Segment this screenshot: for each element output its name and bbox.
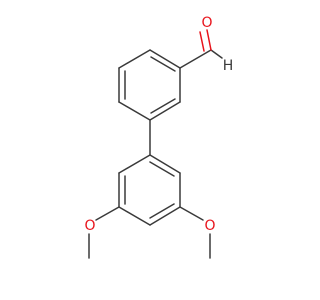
double-bond-inner [149,161,175,177]
methoxy-oxygen-left-label: O [84,218,95,234]
methoxy-oxygen-right-label: O [204,218,215,234]
aldehyde-oxygen-label: O [201,15,212,31]
bond [118,206,151,226]
double-bond-inner [150,98,176,114]
top-benzene-ring [118,49,181,121]
double-bond-inner [149,203,175,219]
bond [210,49,223,59]
bottom-benzene-ring [118,154,181,226]
bond [149,101,181,121]
bond [179,206,204,221]
bond [149,49,181,69]
structure-canvas: O H O O [84,15,234,259]
aldehyde-group: O H [179,15,234,74]
bond [118,154,151,174]
aldehyde-hydrogen-label: H [223,58,234,74]
methoxy-group-right: O [179,206,216,259]
double-bond-inner [150,56,176,72]
bond [179,49,212,69]
carbonyl-bond [199,31,205,52]
methoxy-group-left: O [84,206,120,259]
bond [95,206,120,221]
bond [118,49,151,69]
bond [149,206,181,226]
carbonyl-bond [206,29,212,51]
bond [118,101,151,121]
bond [149,154,181,174]
molecule-drawing: O H O O [84,15,234,259]
